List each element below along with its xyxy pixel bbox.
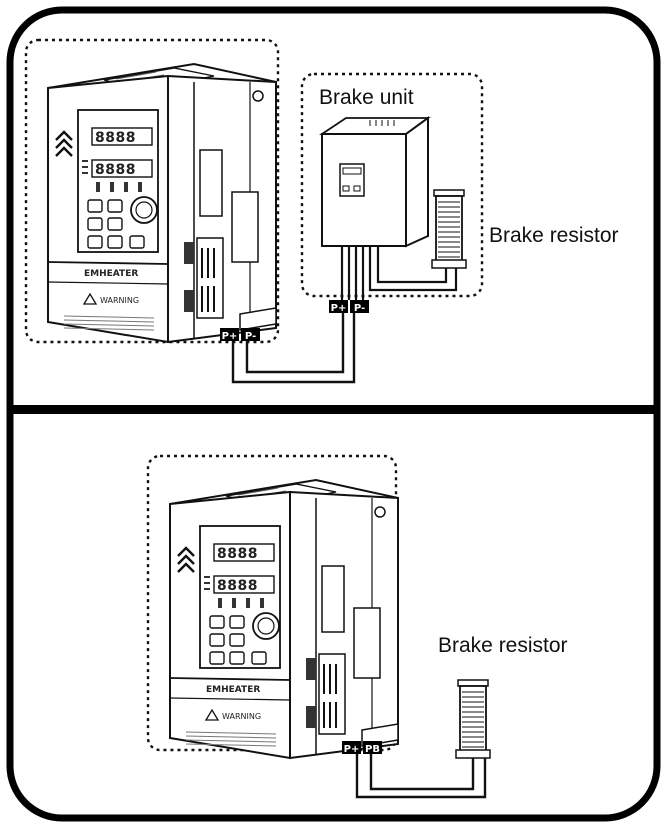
terminal-unit-p-plus: P+ [329,300,348,314]
brake-resistor-bottom [455,679,491,759]
svg-text:PB: PB [365,744,380,755]
brake-resistor-label-top: Brake resistor [489,224,619,247]
outer-frame [6,6,661,822]
svg-text:P+: P+ [344,744,360,755]
inverter-brand-top: EMHEATER [84,269,138,279]
wires-unit-terminals [340,246,365,300]
terminal-inverter-pb-bottom: PB [363,741,382,755]
inverter-drawing-top: EMHEATER WARNING [46,62,278,344]
terminal-unit-p-minus: P- [350,300,369,314]
brake-unit-label: Brake unit [319,86,414,109]
terminal-inverter-p-minus-top: P- [241,328,260,342]
inverter-warning-bottom: WARNING [222,712,261,721]
inverter-dashed-box-bottom [146,454,398,752]
inverter-brand-bottom: EMHEATER [206,685,260,695]
svg-text:P+: P+ [331,303,347,314]
bottom-section: EMHEATER WARNING Brake resistor P+ PB [146,454,568,799]
inverter-dashed-box [24,38,280,344]
wires-inverter-to-resistor [355,754,487,799]
brake-resistor-top [431,189,467,269]
wires-unit-to-resistor [368,246,458,292]
top-section: EMHEATER WARNING Brake unit Brake resist… [24,38,619,384]
brake-unit-device [319,116,431,248]
svg-text:P-: P- [354,303,365,314]
inverter-drawing-bottom: EMHEATER WARNING [168,478,400,760]
section-divider [12,405,655,414]
svg-text:P-: P- [245,331,256,342]
terminal-inverter-p-plus-bottom: P+ [342,741,361,755]
svg-text:P+: P+ [222,331,238,342]
terminal-inverter-p-plus-top: P+ [220,328,239,342]
brake-unit-dashed-box [300,72,484,298]
wires-inverter-to-unit [231,313,356,384]
brake-resistor-label-bottom: Brake resistor [438,634,568,657]
inverter-warning-top: WARNING [100,296,139,305]
